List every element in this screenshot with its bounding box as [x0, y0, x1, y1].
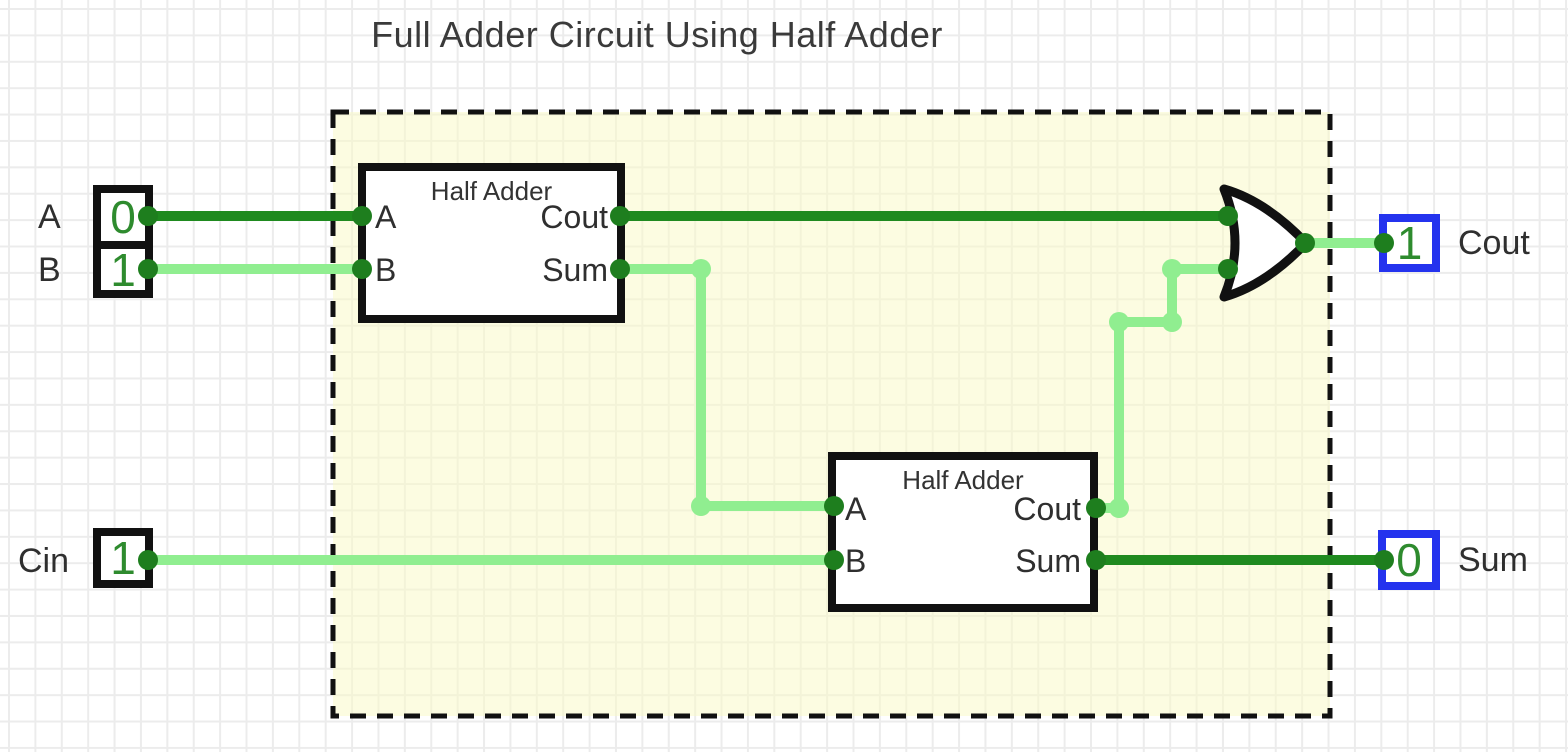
half-adder-2-port-b: B [845, 543, 867, 579]
half-adder-1-port-b: B [375, 252, 397, 288]
port-dot [1086, 498, 1106, 518]
junction-dot [1162, 259, 1182, 279]
port-dot [1086, 550, 1106, 570]
half-adder-1[interactable]: Half Adder A B Cout Sum [358, 163, 625, 323]
input-a-label: A [38, 198, 61, 236]
junction-dot [691, 259, 711, 279]
port-dot [138, 259, 158, 279]
input-b-label: B [38, 251, 61, 289]
half-adder-1-port-cout: Cout [540, 199, 608, 235]
junction-dot [1109, 498, 1129, 518]
output-sum-label: Sum [1458, 541, 1528, 579]
wire-ha2-cout-to-or[interactable] [1096, 264, 1228, 513]
port-dot [610, 259, 630, 279]
half-adder-2[interactable]: Half Adder A B Cout Sum [828, 452, 1098, 612]
half-adder-1-title: Half Adder [430, 176, 553, 206]
output-sum-value: 0 [1396, 534, 1422, 586]
wire-ha1-sum-to-ha2-a[interactable] [620, 264, 834, 511]
half-adder-1-port-a: A [375, 199, 397, 235]
port-dot [1374, 550, 1394, 570]
half-adder-2-port-a: A [845, 491, 867, 527]
output-cout-label: Cout [1458, 224, 1530, 262]
port-dot [824, 550, 844, 570]
output-cout-value: 1 [1396, 217, 1423, 269]
half-adder-2-port-sum: Sum [1015, 543, 1081, 579]
input-switch-ab[interactable]: 0 1 [93, 185, 153, 298]
input-a-toggle[interactable]: 0 [101, 193, 145, 249]
port-dot [1218, 259, 1238, 279]
port-dot [138, 206, 158, 226]
half-adder-1-port-sum: Sum [542, 252, 608, 288]
port-dot [610, 206, 630, 226]
port-dot [1374, 233, 1394, 253]
port-dot [1218, 206, 1238, 226]
junction-dot [1162, 312, 1182, 332]
half-adder-2-port-cout: Cout [1013, 491, 1081, 527]
diagram-title: Full Adder Circuit Using Half Adder [371, 14, 943, 55]
port-dot [352, 206, 372, 226]
input-cin-value: 1 [110, 532, 136, 584]
half-adder-2-title: Half Adder [902, 465, 1024, 495]
port-dot [1295, 233, 1315, 253]
port-dot [824, 496, 844, 516]
input-b-toggle[interactable]: 1 [110, 243, 136, 296]
junction-dot [691, 496, 711, 516]
port-dot [352, 259, 372, 279]
input-cin-label: Cin [18, 542, 70, 580]
junction-dot [1109, 312, 1129, 332]
port-dot [138, 550, 158, 570]
or-gate[interactable] [1219, 184, 1311, 302]
